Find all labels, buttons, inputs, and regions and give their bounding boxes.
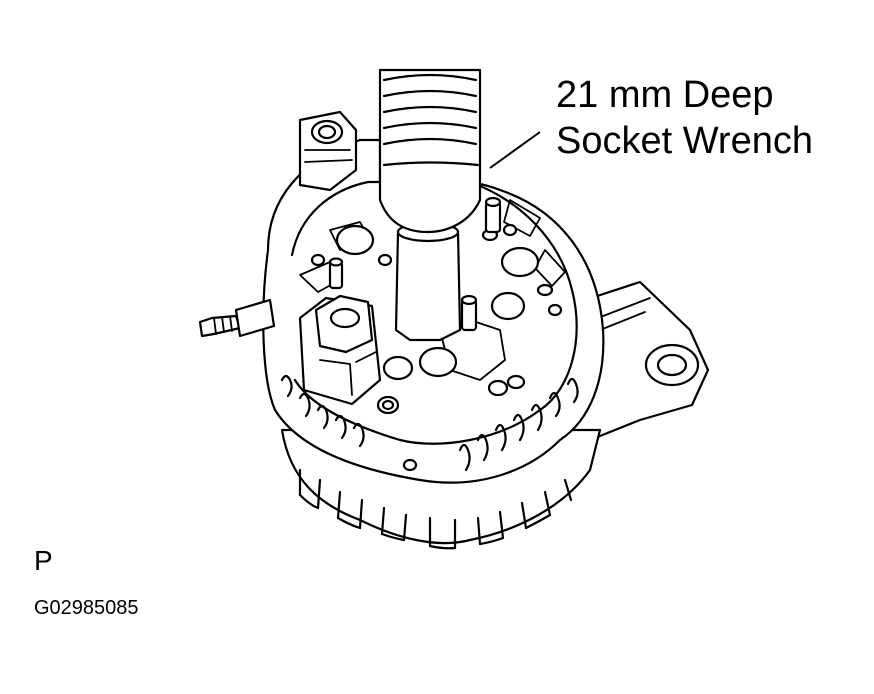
- socket-wrench-callout: 21 mm Deep Socket Wrench: [556, 72, 813, 164]
- upper-mounting-ear: [298, 110, 358, 192]
- view-label: P: [34, 545, 53, 576]
- socket-wrench: [378, 68, 482, 342]
- callout-leader-line: [489, 131, 541, 169]
- connector-plug: [298, 294, 382, 406]
- callout-line-2: Socket Wrench: [556, 120, 813, 162]
- b-terminal-stud: [198, 298, 276, 338]
- callout-line-1: 21 mm Deep: [556, 74, 774, 116]
- terminal-studs: [328, 196, 502, 415]
- figure-code: G02985085: [34, 597, 139, 619]
